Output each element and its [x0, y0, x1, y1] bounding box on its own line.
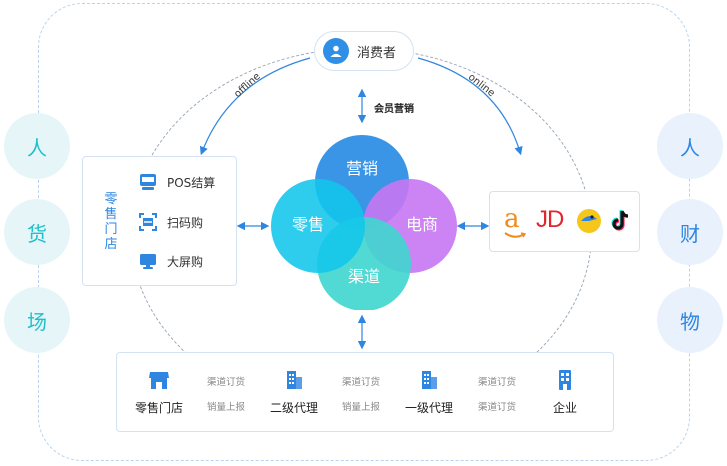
chain-node-secondary-agent: 二级代理	[266, 369, 322, 416]
channel-chain-panel	[116, 352, 614, 432]
left-circle-people: 人	[4, 113, 70, 179]
flow-label-order: 渠道订货	[477, 402, 516, 413]
store-item-pos: POS结算	[139, 173, 215, 191]
chain-node-enterprise: 企业	[544, 369, 586, 416]
amazon-smile-icon	[504, 232, 526, 238]
store-title: 零售门店	[104, 192, 118, 252]
member-marketing-label: 会员营销	[374, 104, 414, 115]
online-arrow	[417, 57, 523, 156]
scan-icon	[139, 213, 157, 231]
pos-icon	[140, 174, 156, 190]
building-icon	[287, 371, 302, 389]
venn-ecommerce-label: 电商	[406, 215, 438, 234]
douyin-logo	[611, 210, 629, 231]
right-circle-people: 人	[657, 113, 723, 179]
venn-marketing-label: 营销	[346, 159, 378, 178]
flow-label-report: 销量上报	[206, 402, 245, 413]
chain-node-label: 一级代理	[404, 401, 453, 415]
retail-store-panel	[82, 156, 237, 286]
offline-arrow	[199, 57, 311, 156]
left-circle-place: 场	[4, 287, 70, 353]
screen-icon	[140, 254, 156, 269]
store-item-label: POS结算	[167, 175, 216, 190]
consumer-label: 消费者	[357, 45, 397, 61]
store-item-screen: 大屏购	[139, 252, 203, 270]
flow-label-report: 销量上报	[341, 402, 380, 413]
venn-retail-label: 零售	[292, 215, 324, 234]
chain-node-label: 零售门店	[134, 401, 183, 415]
left-circle-goods: 货	[4, 199, 70, 265]
flow-label-order: 渠道订货	[206, 377, 245, 388]
chain-node-store: 零售门店	[132, 369, 186, 416]
chain-node-label: 企业	[552, 401, 577, 415]
venn-retail-circle	[271, 179, 365, 273]
store-item-label: 大屏购	[167, 254, 204, 269]
building-icon	[422, 371, 437, 389]
jd-logo: JD	[536, 206, 564, 233]
office-icon	[559, 370, 571, 390]
ecommerce-panel: a JD	[489, 191, 640, 252]
venn-diagram: 营销 零售 电商 渠道	[271, 135, 457, 310]
venn-channel-label: 渠道	[348, 267, 380, 286]
chain-node-label: 二级代理	[269, 401, 318, 415]
user-icon	[323, 38, 349, 64]
chain-node-primary-agent: 一级代理	[401, 369, 457, 416]
flow-label-order: 渠道订货	[341, 377, 380, 388]
store-item-scan: 扫码购	[139, 213, 203, 231]
amazon-logo: a	[504, 204, 520, 234]
right-circle-material: 物	[657, 287, 723, 353]
meituan-logo	[577, 209, 601, 233]
flow-label-order: 渠道订货	[477, 377, 516, 388]
shop-icon	[149, 372, 169, 389]
right-circle-finance: 财	[657, 199, 723, 265]
consumer-node: 消费者	[314, 31, 414, 71]
store-item-label: 扫码购	[167, 215, 204, 230]
